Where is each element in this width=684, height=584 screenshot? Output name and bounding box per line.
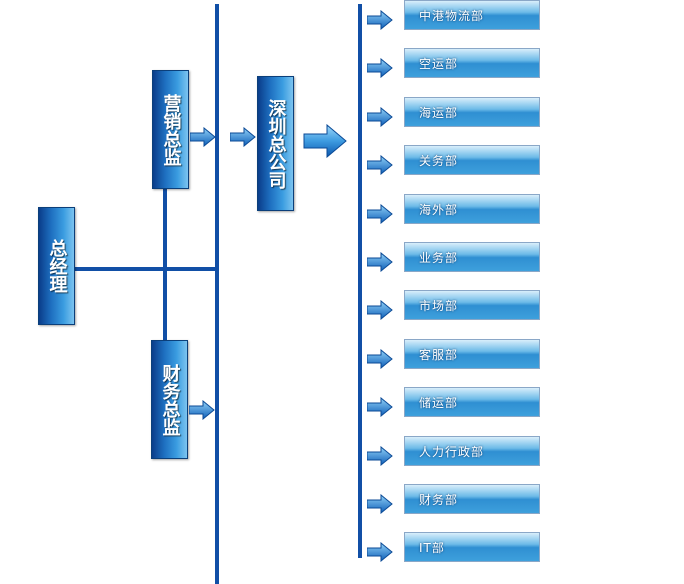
department-label: 海外部 bbox=[419, 202, 459, 217]
connector-line-directors-vertical bbox=[163, 188, 167, 344]
arrow-right-icon bbox=[190, 127, 216, 147]
arrow-right-icon bbox=[367, 494, 393, 514]
department-label: 客服部 bbox=[419, 347, 459, 362]
shenzhen-company-label: 深圳总公司 bbox=[265, 98, 287, 189]
arrow-right-icon bbox=[367, 10, 393, 30]
department-box: 财务部 bbox=[404, 484, 540, 514]
department-label: 关务部 bbox=[419, 153, 459, 168]
arrow-right-icon bbox=[367, 58, 393, 78]
department-box: 空运部 bbox=[404, 48, 540, 78]
connector-line-departments-vertical bbox=[358, 4, 362, 558]
marketing-director-label: 营销总监 bbox=[160, 93, 182, 166]
general-manager-label: 总经理 bbox=[46, 239, 68, 293]
department-box: 中港物流部 bbox=[404, 0, 540, 30]
department-box: IT部 bbox=[404, 532, 540, 562]
department-label: 市场部 bbox=[419, 298, 459, 313]
arrow-right-icon bbox=[367, 204, 393, 224]
department-label: 海运部 bbox=[419, 105, 459, 120]
department-label: 空运部 bbox=[419, 56, 459, 71]
department-label: IT部 bbox=[419, 540, 445, 555]
connector-line-gm-horizontal bbox=[74, 267, 218, 271]
arrow-right-icon bbox=[367, 446, 393, 466]
department-box: 海运部 bbox=[404, 97, 540, 127]
large-arrow-right-icon bbox=[303, 124, 347, 158]
department-box: 关务部 bbox=[404, 145, 540, 175]
shenzhen-company-box: 深圳总公司 bbox=[257, 76, 294, 211]
department-label: 中港物流部 bbox=[419, 8, 485, 23]
department-label: 储运部 bbox=[419, 395, 459, 410]
general-manager-box: 总经理 bbox=[38, 207, 75, 325]
department-box: 人力行政部 bbox=[404, 436, 540, 466]
department-label: 业务部 bbox=[419, 250, 459, 265]
arrow-right-icon bbox=[367, 300, 393, 320]
department-box: 海外部 bbox=[404, 194, 540, 224]
arrow-right-icon bbox=[367, 155, 393, 175]
finance-director-label: 财务总监 bbox=[159, 363, 181, 436]
arrow-right-icon bbox=[230, 127, 256, 147]
arrow-right-icon bbox=[367, 542, 393, 562]
department-label: 财务部 bbox=[419, 492, 459, 507]
department-box: 市场部 bbox=[404, 290, 540, 320]
arrow-right-icon bbox=[367, 349, 393, 369]
department-box: 客服部 bbox=[404, 339, 540, 369]
arrow-right-icon bbox=[367, 252, 393, 272]
arrow-right-icon bbox=[189, 400, 215, 420]
connector-line-main-vertical bbox=[215, 4, 219, 584]
finance-director-box: 财务总监 bbox=[151, 340, 188, 459]
arrow-right-icon bbox=[367, 397, 393, 417]
marketing-director-box: 营销总监 bbox=[152, 70, 189, 189]
department-label: 人力行政部 bbox=[419, 444, 485, 459]
arrow-right-icon bbox=[367, 107, 393, 127]
department-box: 业务部 bbox=[404, 242, 540, 272]
department-box: 储运部 bbox=[404, 387, 540, 417]
